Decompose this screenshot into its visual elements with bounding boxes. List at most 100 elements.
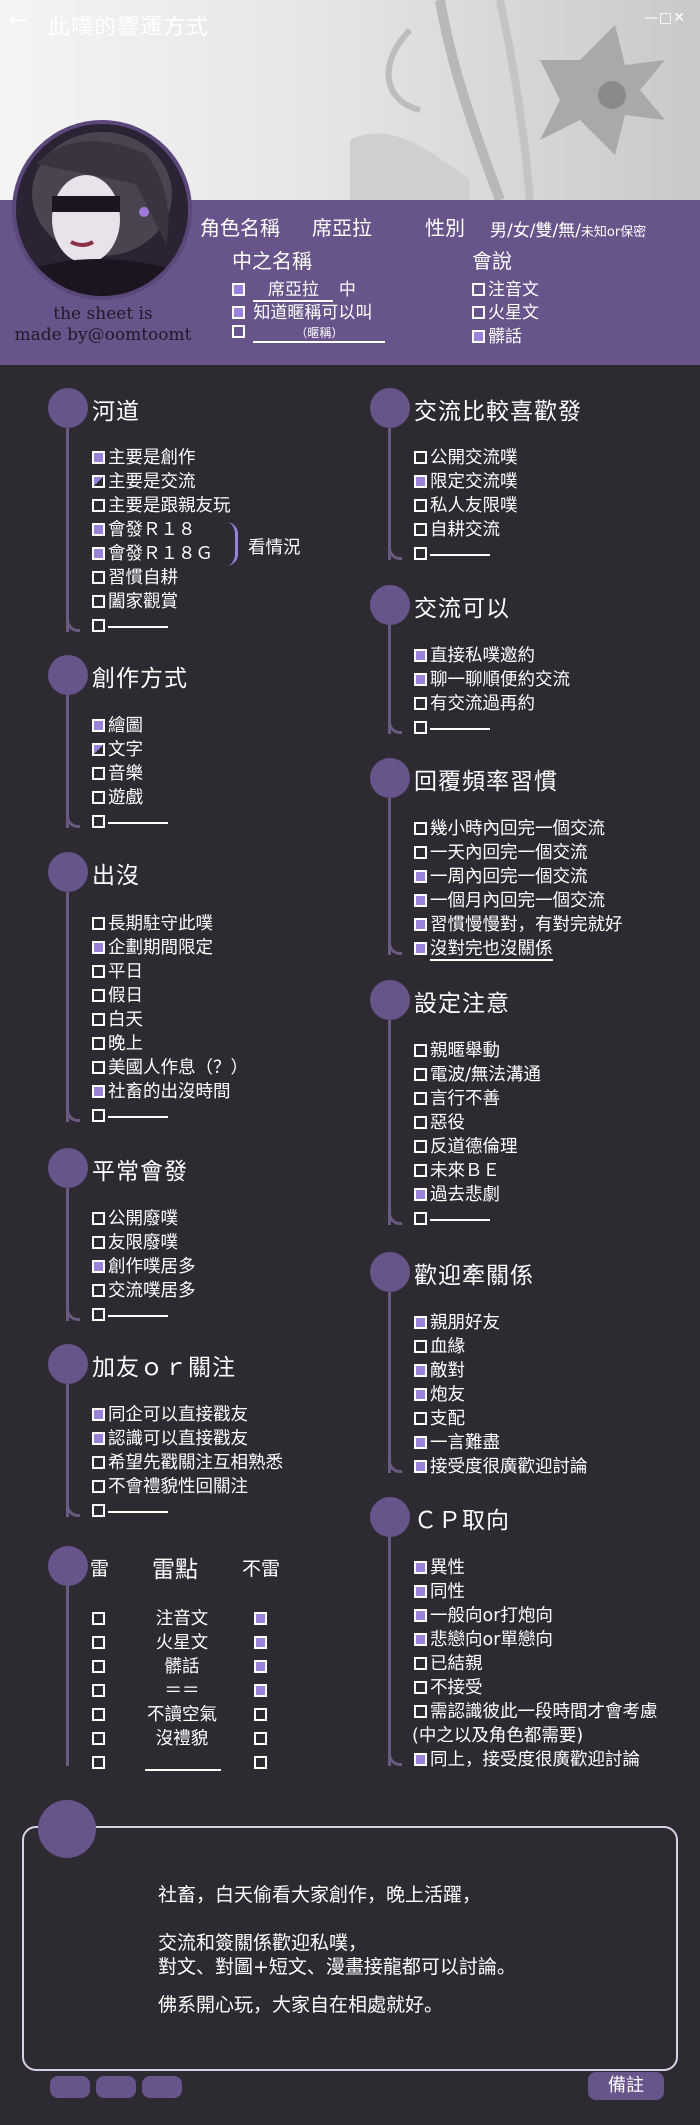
checkbox[interactable] — [414, 1412, 427, 1425]
checkbox[interactable] — [414, 942, 427, 955]
checkbox[interactable] — [414, 649, 427, 662]
checkbox[interactable] — [414, 1164, 427, 1177]
checkbox[interactable] — [414, 1364, 427, 1377]
checkbox[interactable] — [414, 1116, 427, 1129]
checkbox[interactable] — [414, 451, 427, 464]
page-tab-2[interactable] — [96, 2076, 136, 2098]
checkbox[interactable] — [414, 1140, 427, 1153]
bulei-checkbox[interactable] — [254, 1636, 267, 1649]
bulei-checkbox[interactable] — [254, 1684, 267, 1697]
bulei-checkbox[interactable] — [254, 1708, 267, 1721]
nickname-blank-checkbox[interactable] — [232, 325, 245, 338]
lei-checkbox[interactable] — [92, 1636, 105, 1649]
checkbox[interactable] — [92, 1013, 105, 1026]
checkbox[interactable] — [92, 1236, 105, 1249]
checkbox[interactable] — [414, 1092, 427, 1105]
checkbox[interactable] — [414, 721, 427, 734]
checkbox[interactable] — [92, 791, 105, 804]
checkbox[interactable] — [414, 523, 427, 536]
checkbox[interactable] — [92, 451, 105, 464]
checkbox[interactable] — [414, 1388, 427, 1401]
checkbox[interactable] — [92, 767, 105, 780]
checkbox[interactable] — [92, 815, 105, 828]
checkbox[interactable] — [92, 719, 105, 732]
lei-checkbox[interactable] — [92, 1708, 105, 1721]
speak-checkbox[interactable] — [472, 330, 485, 343]
checkbox[interactable] — [414, 822, 427, 835]
checkbox[interactable] — [414, 1705, 427, 1718]
checkbox[interactable] — [414, 894, 427, 907]
checkbox[interactable] — [92, 1109, 105, 1122]
checkbox[interactable] — [414, 1436, 427, 1449]
checkbox[interactable] — [92, 941, 105, 954]
checkbox[interactable] — [414, 673, 427, 686]
checkbox[interactable] — [414, 1340, 427, 1353]
checkbox[interactable] — [414, 1681, 427, 1694]
checkbox[interactable] — [414, 1561, 427, 1574]
checkbox[interactable] — [92, 1408, 105, 1421]
checkbox[interactable] — [414, 499, 427, 512]
checkbox[interactable] — [92, 1212, 105, 1225]
checkbox[interactable] — [414, 475, 427, 488]
lei-checkbox[interactable] — [92, 1756, 105, 1769]
checkbox[interactable] — [92, 1284, 105, 1297]
checkbox[interactable] — [414, 1068, 427, 1081]
speak-checkbox[interactable] — [472, 283, 485, 296]
checkbox[interactable] — [92, 917, 105, 930]
checkbox[interactable] — [414, 1633, 427, 1646]
lei-checkbox[interactable] — [92, 1684, 105, 1697]
checkbox[interactable] — [92, 1260, 105, 1273]
checkbox[interactable] — [414, 1657, 427, 1670]
checkbox[interactable] — [414, 918, 427, 931]
page-tab-1[interactable] — [50, 2076, 90, 2098]
checkbox[interactable] — [414, 697, 427, 710]
nickname-checkbox[interactable] — [232, 306, 245, 319]
checkbox[interactable] — [92, 965, 105, 978]
back-arrow-icon[interactable]: ← — [8, 6, 29, 34]
speak-checkbox[interactable] — [472, 306, 485, 319]
lei-checkbox[interactable] — [92, 1732, 105, 1745]
checkbox[interactable] — [414, 1753, 427, 1766]
checkbox[interactable] — [414, 1044, 427, 1057]
checklist-item: 長期駐守此噗 — [92, 912, 248, 936]
checkbox[interactable] — [92, 1504, 105, 1517]
checkbox[interactable] — [414, 1316, 427, 1329]
remark-button[interactable]: 備註 — [588, 2072, 664, 2100]
checkbox[interactable] — [92, 1432, 105, 1445]
checkbox[interactable] — [92, 1308, 105, 1321]
bulei-checkbox[interactable] — [254, 1612, 267, 1625]
checkbox[interactable] — [92, 475, 105, 488]
lei-checkbox[interactable] — [92, 1612, 105, 1625]
checkbox[interactable] — [92, 1480, 105, 1493]
bulei-checkbox[interactable] — [254, 1660, 267, 1673]
page-tab-3[interactable] — [142, 2076, 182, 2098]
bulei-checkbox[interactable] — [254, 1756, 267, 1769]
lei-checkbox[interactable] — [92, 1660, 105, 1673]
checkbox[interactable] — [92, 523, 105, 536]
checkbox[interactable] — [92, 743, 105, 756]
checkbox[interactable] — [414, 870, 427, 883]
checkbox[interactable] — [92, 571, 105, 584]
checkbox[interactable] — [92, 1085, 105, 1098]
checkbox[interactable] — [92, 989, 105, 1002]
checkbox[interactable] — [92, 595, 105, 608]
lei-item-label: 沒禮貌 — [155, 1729, 209, 1749]
checkbox[interactable] — [92, 499, 105, 512]
checkbox[interactable] — [92, 1061, 105, 1074]
checkbox[interactable] — [92, 1037, 105, 1050]
checklist-item-label: 接受度很廣歡迎討論 — [430, 1457, 588, 1477]
checkbox[interactable] — [414, 1609, 427, 1622]
checkbox[interactable] — [92, 1456, 105, 1469]
bulei-checkbox[interactable] — [254, 1732, 267, 1745]
checkbox[interactable] — [92, 619, 105, 632]
cn-name-checkbox[interactable] — [232, 283, 245, 296]
checkbox[interactable] — [414, 1460, 427, 1473]
checkbox[interactable] — [414, 1585, 427, 1598]
checkbox[interactable] — [414, 547, 427, 560]
checkbox[interactable] — [414, 1188, 427, 1201]
checkbox[interactable] — [414, 1212, 427, 1225]
checkbox[interactable] — [92, 547, 105, 560]
lei-title: 雷點 — [152, 1557, 198, 1583]
checkbox[interactable] — [414, 846, 427, 859]
window-controls[interactable]: —□✕ — [644, 10, 686, 26]
